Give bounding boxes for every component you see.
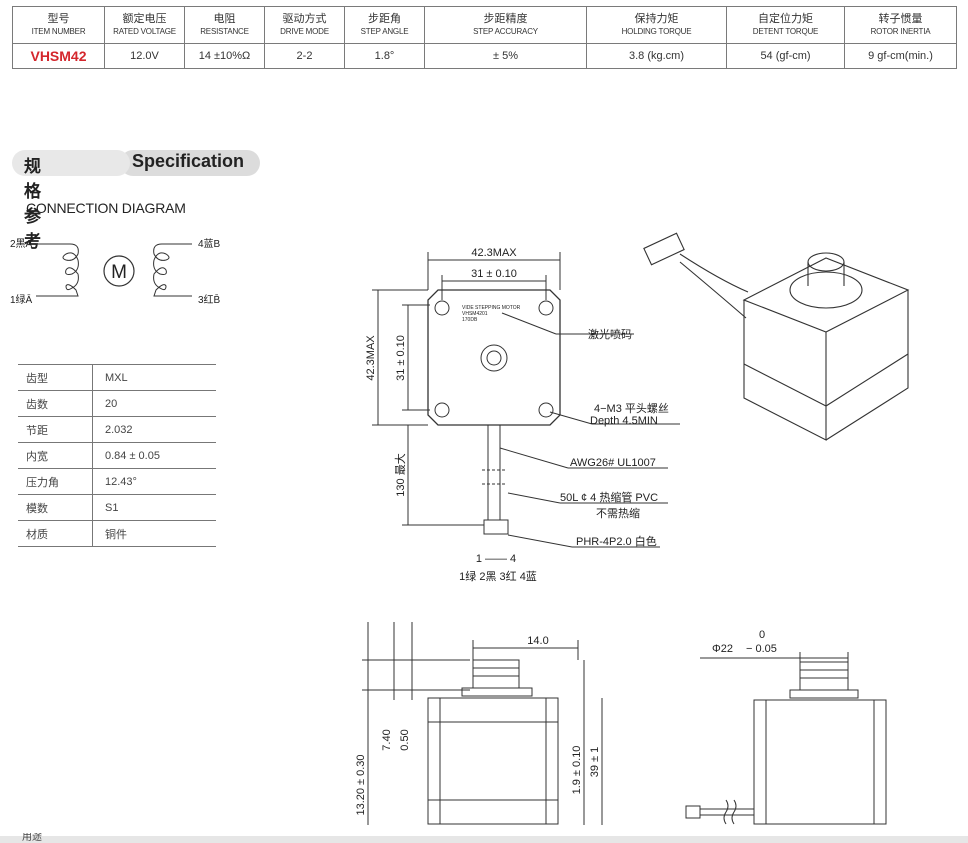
dim-width-max: 42.3MAX — [471, 247, 517, 259]
section-pill-en — [120, 150, 260, 176]
cell-holding-torque: 3.8 (kg.cm) — [586, 43, 727, 69]
cell-step-angle: 1.8° — [344, 43, 425, 69]
dim-b: 0.50 — [399, 729, 411, 750]
dim-hole-vertical: 31 ± 0.10 — [395, 335, 407, 381]
dim-a: 7.40 — [381, 729, 393, 750]
section-pill-zh — [12, 150, 130, 176]
cell-rated-voltage: 12.0V — [104, 43, 185, 69]
table-row: 材质铜件 — [18, 520, 216, 547]
label-a-minus: 1绿Ā — [10, 293, 33, 306]
callout-sleeve-2: 不需热缩 — [596, 507, 640, 520]
section-title-zh: 规格参考 — [24, 157, 42, 252]
callout-laser: 激光喷码 — [588, 327, 632, 341]
dim-height-max: 42.3MAX — [365, 335, 377, 381]
label-a-plus: 2黑A — [10, 238, 33, 250]
motor-label-line-2: VHSM4201 — [462, 311, 488, 317]
cell-resistance: 14 ±10%Ω — [184, 43, 265, 69]
pin-legend: 1绿 2黑 3红 4蓝 — [459, 569, 537, 583]
connection-diagram-title: CONNECTION DIAGRAM — [26, 200, 186, 216]
pin-range: 1 —— 4 — [476, 553, 516, 565]
section-title-en: Specification — [132, 151, 245, 171]
dim-tol-upper: 0 — [759, 629, 765, 641]
spec-data-row: VHSM42 12.0V 14 ±10%Ω 2-2 1.8° ± 5% 3.8 … — [12, 43, 957, 69]
motor-symbol-letter: M — [111, 262, 127, 283]
label-b-plus: 4蓝B — [198, 238, 221, 250]
label-b-minus: 3红B̄ — [198, 293, 221, 306]
cell-drive-mode: 2-2 — [264, 43, 345, 69]
dim-tol-lower: − 0.05 — [746, 643, 777, 655]
coil-a-icon — [36, 243, 79, 297]
dim-c: 13.20 ± 0.30 — [355, 754, 367, 815]
callout-screw-1: 4−M3 平头螺丝 — [594, 402, 669, 415]
callout-screw-2: Depth 4.5MIN — [590, 415, 658, 427]
callout-connector: PHR-4P2.0 白色 — [576, 534, 657, 548]
dim-diameter: Φ22 — [712, 643, 733, 655]
dim-pulley-width: 14.0 — [527, 635, 548, 647]
dim-hole-horizontal: 31 ± 0.10 — [471, 268, 517, 280]
dim-e: 39 ± 1 — [589, 747, 601, 778]
cell-rotor-inertia: 9 gf-cm(min.) — [844, 43, 957, 69]
footer-bar — [0, 836, 968, 843]
connection-diagram: 2黑A 1绿Ā 4蓝B 3红B̄ M — [10, 238, 221, 306]
dim-d: 1.9 ± 0.10 — [571, 746, 583, 795]
motor-symbol-icon — [103, 255, 135, 287]
motor-label-line-1: VIDE STEPPING MOTOR — [462, 305, 521, 311]
footer-label: 用途 — [22, 833, 42, 843]
callout-sleeve-1: 50L ¢ 4 热缩管 PVC — [560, 490, 658, 504]
cell-step-accuracy: ± 5% — [424, 43, 587, 69]
callout-wire: AWG26# UL1007 — [570, 457, 656, 469]
dim-lead-length: 130 最大 — [393, 453, 407, 496]
cell-detent-torque: 54 (gf-cm) — [726, 43, 845, 69]
motor-label-line-3: 170DB — [462, 317, 478, 323]
coil-b-icon — [153, 243, 192, 297]
cell-item-number: VHSM42 — [12, 43, 105, 69]
